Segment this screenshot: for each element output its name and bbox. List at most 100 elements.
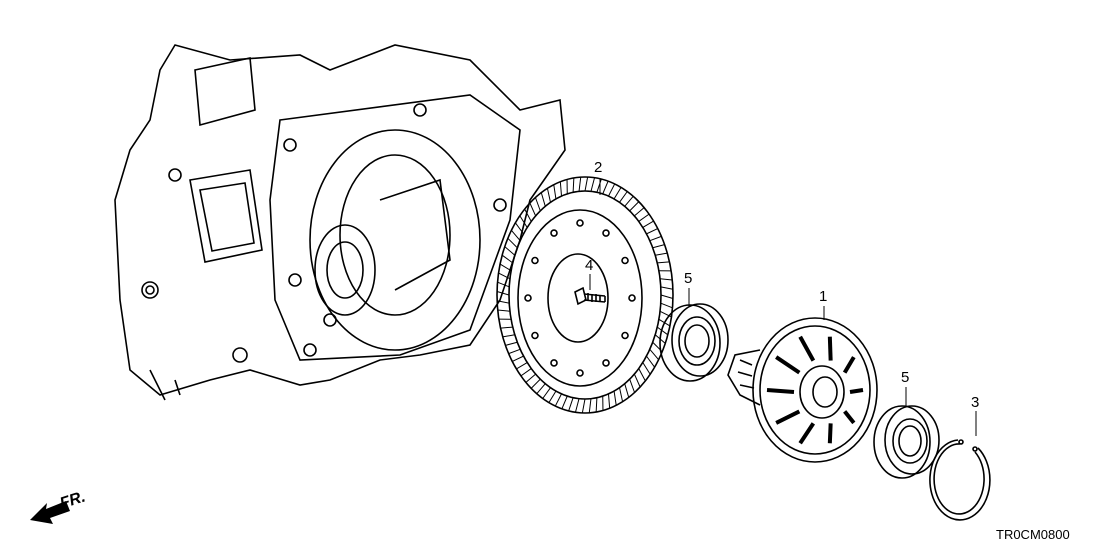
gear-tooth [512, 355, 524, 362]
gear-tooth [608, 183, 616, 197]
differential-window [842, 356, 856, 374]
gear-tooth [546, 188, 551, 203]
gear-tooth [584, 176, 589, 192]
gear-tooth [660, 278, 673, 281]
gear-tooth [524, 208, 532, 222]
gear-bolt-hole [531, 331, 539, 340]
gear-tooth [646, 355, 656, 368]
differential-assembly [727, 317, 878, 463]
gear-tooth [634, 207, 645, 217]
gear-tooth [633, 373, 641, 388]
front-direction-arrow-icon [30, 501, 70, 524]
gear-tooth [660, 294, 674, 300]
gear-tooth [642, 220, 654, 228]
gear-tooth [657, 261, 670, 264]
callout-5-right: 5 [901, 369, 910, 386]
gear-tooth [656, 326, 669, 336]
gear-tooth [520, 368, 532, 377]
gear-tooth [595, 397, 598, 413]
gear-tooth [501, 254, 514, 264]
gear-tooth [504, 246, 516, 256]
differential-window [849, 388, 864, 394]
differential-windows [766, 335, 864, 445]
gear-tooth [581, 398, 586, 414]
gear-bolt-hole [628, 294, 636, 302]
gear-tooth [542, 387, 551, 399]
callout-4: 4 [585, 257, 594, 274]
differential-window [775, 355, 801, 375]
gear-tooth [574, 398, 580, 413]
gear-tooth [619, 191, 628, 203]
gear-bolt-hole [576, 219, 584, 227]
gear-bolt-hole [576, 369, 584, 377]
gear-tooth [519, 215, 528, 228]
gear-bolt-hole [550, 229, 558, 237]
gear-tooth [638, 213, 650, 222]
differential-window [798, 335, 816, 362]
gear-tooth [619, 387, 624, 402]
gear-tooth [624, 195, 634, 207]
gear-tooth [514, 222, 524, 235]
gear-tooth [607, 393, 611, 409]
gear-bolt-hole [602, 229, 610, 237]
gear-tooth [596, 178, 602, 193]
gear-tooth [511, 230, 521, 241]
gear-tooth [613, 187, 622, 200]
gear-teeth [496, 176, 674, 414]
bolt [574, 286, 606, 306]
gear-tooth [590, 177, 596, 192]
gear-tooth [500, 326, 513, 329]
gear-tooth [516, 362, 528, 370]
gear-tooth [529, 202, 537, 217]
gear-tooth [629, 378, 636, 393]
gear-bolt-hole [621, 331, 629, 340]
gear-tooth [505, 341, 518, 346]
gear-tooth [588, 398, 592, 413]
bearing-left [659, 303, 729, 382]
gear-tooth [553, 184, 557, 199]
gear-tooth [497, 300, 510, 304]
snap-ring [929, 439, 991, 521]
gear-tooth [496, 290, 510, 296]
gear-tooth [534, 197, 541, 212]
gear-bolt-hole [621, 256, 629, 265]
differential-window [827, 336, 833, 361]
gear-tooth [572, 177, 575, 193]
gear-tooth [629, 201, 640, 212]
gear-tooth [624, 383, 630, 398]
callout-2: 2 [594, 159, 603, 176]
gear-tooth [525, 373, 536, 383]
gear-tooth [536, 383, 546, 395]
callout-1: 1 [819, 288, 828, 305]
gear-tooth [649, 349, 659, 360]
gear-bolt-holes [524, 219, 636, 377]
gear-tooth [660, 286, 673, 290]
final-driven-gear [496, 176, 674, 414]
differential-window [827, 423, 833, 444]
gear-tooth [638, 368, 646, 382]
leader-lines [589, 178, 977, 436]
callout-5-left: 5 [684, 270, 693, 287]
gear-tooth [649, 235, 662, 242]
gear-tooth [499, 263, 512, 272]
gear-tooth [602, 180, 609, 195]
differential-window [766, 388, 795, 394]
transmission-housing [114, 44, 566, 401]
gear-tooth [548, 390, 557, 403]
gear-bolt-hole [531, 256, 539, 265]
differential-window [798, 422, 816, 445]
gear-bolt-hole [524, 294, 532, 302]
callout-3: 3 [971, 394, 980, 411]
gear-tooth [642, 362, 651, 375]
gear-tooth [568, 397, 574, 412]
gear-bolt-hole [602, 359, 610, 367]
gear-tooth [497, 309, 510, 312]
diagram-code: TR0CM0800 [996, 527, 1070, 542]
gear-tooth [652, 244, 665, 249]
gear-tooth [502, 334, 515, 338]
gear-bolt-hole [550, 359, 558, 367]
gear-tooth [507, 237, 518, 249]
gear-tooth [530, 378, 541, 389]
gear-tooth [660, 302, 673, 309]
